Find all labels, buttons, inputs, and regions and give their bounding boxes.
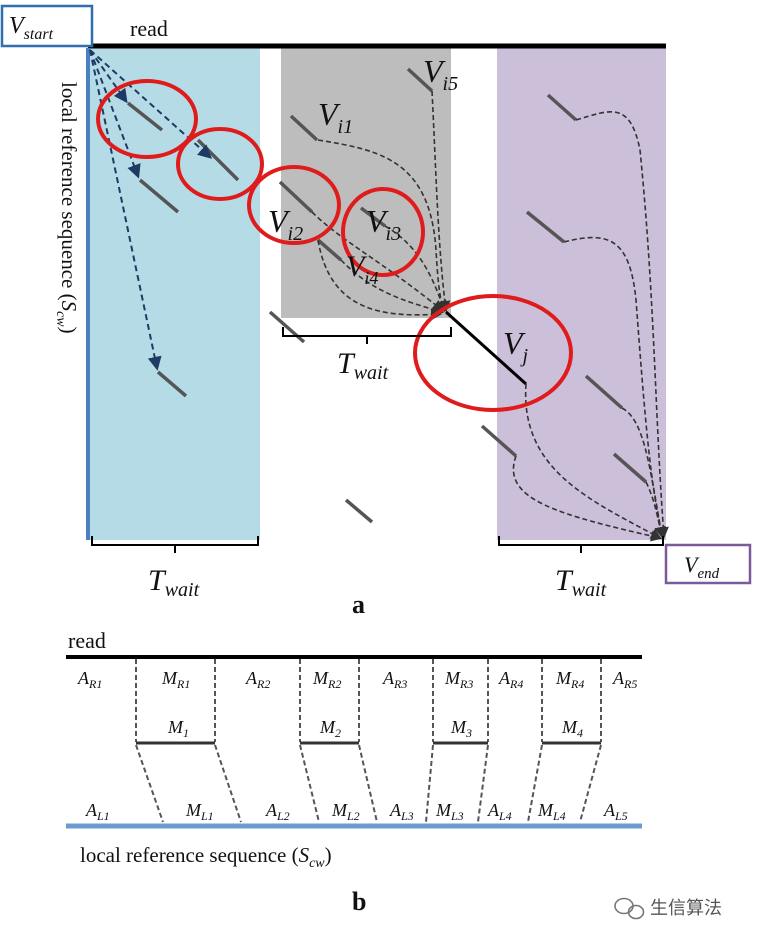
label-al1: AL1 (85, 800, 110, 823)
vi3-to-vj (384, 225, 447, 313)
t-wait-left: Twait (148, 564, 200, 601)
read-segment-labels: AR1 MR1 AR2 MR2 AR3 MR3 AR4 MR4 AR5 (77, 668, 637, 691)
label-al5: AL5 (603, 800, 628, 823)
wait-band-purple (497, 48, 666, 540)
highlight-circle (176, 127, 264, 201)
anchor-segment (126, 101, 164, 132)
anchor-segment (138, 178, 180, 214)
label-vi5: Vi5 (423, 53, 458, 95)
label-al3: AL3 (389, 800, 414, 823)
label-mr4: MR4 (555, 668, 584, 691)
to-vend-arrow (575, 111, 669, 539)
label-vi1: Vi1 (318, 96, 353, 138)
read-label: read (130, 16, 168, 41)
label-ar5: AR5 (612, 668, 637, 691)
anchor-segment (406, 67, 434, 93)
anchor-segment (612, 452, 648, 484)
anchor-segment (525, 210, 566, 244)
vi2-to-vj (311, 211, 444, 312)
label-ar3: AR3 (382, 668, 407, 691)
watermark: 生信算法 (614, 897, 722, 920)
to-vend-arrows (512, 111, 669, 542)
start-arrow (89, 49, 128, 104)
read-connectors (135, 659, 602, 742)
anchor-segment (344, 498, 374, 524)
label-ar4: AR4 (498, 668, 523, 691)
t-wait-middle: Twait (337, 347, 389, 384)
vj-anchor (444, 310, 528, 386)
vi5-to-vj (431, 90, 451, 313)
label-ml1: ML1 (185, 800, 214, 823)
wechat-icon (614, 897, 645, 920)
panel-a: read local reference sequence (Scw) (0, 4, 752, 619)
label-ml3: ML3 (435, 800, 464, 823)
panel-b: read (66, 628, 642, 916)
label-al2: AL2 (265, 800, 290, 823)
anchor-segment (278, 180, 314, 214)
svg-text:Vend: Vend (684, 552, 720, 582)
vi1-to-vj (317, 139, 446, 313)
highlight-circles (96, 79, 573, 412)
brace-left (91, 536, 259, 553)
label-vi4: Vi4 (346, 250, 378, 288)
label-m4: M4 (561, 717, 583, 740)
anchor-segment (480, 424, 518, 458)
reference-segment-labels: AL1 ML1 AL2 ML2 AL3 ML3 AL4 ML4 AL5 (85, 800, 628, 823)
to-vj-arrows (311, 90, 451, 321)
anchor-segment (359, 206, 387, 228)
panel-a-label: a (352, 590, 365, 619)
panel-b-label: b (352, 887, 366, 916)
highlight-circle (341, 187, 425, 277)
label-mr2: MR2 (312, 668, 341, 691)
label-m1: M1 (167, 717, 189, 740)
highlight-circle (247, 165, 341, 245)
anchor-segment (316, 238, 343, 262)
label-ml4: ML4 (537, 800, 566, 823)
anchor-segment (289, 114, 319, 142)
reference-connectors (135, 744, 602, 823)
v-end-node: Vend (664, 543, 752, 585)
reference-axis-label: local reference sequence (Scw) (53, 82, 81, 334)
label-al4: AL4 (487, 800, 512, 823)
highlight-circle (413, 294, 573, 412)
label-mr3: MR3 (444, 668, 473, 691)
label-vi3: Vi3 (366, 203, 401, 245)
label-vj: Vj (503, 325, 529, 367)
to-vend-arrow (512, 455, 663, 542)
wait-band-blue (88, 48, 260, 540)
label-m3: M3 (450, 717, 472, 740)
label-ar1: AR1 (77, 668, 102, 691)
label-ml2: ML2 (331, 800, 360, 823)
vi2b-to-vj (317, 239, 443, 321)
t-wait-right: Twait (555, 564, 607, 601)
brace-right (498, 536, 664, 553)
svg-text:Vstart: Vstart (9, 13, 54, 43)
to-vend-arrow (563, 236, 666, 539)
match-labels: M1 M2 M3 M4 (167, 717, 583, 740)
v-start-node: Vstart (0, 4, 94, 48)
t-wait-braces (91, 327, 664, 553)
vi4-to-vj (340, 259, 445, 315)
anchor-segment (546, 93, 578, 122)
anchor-segments (126, 67, 648, 524)
read-label-b: read (68, 628, 106, 653)
watermark-text: 生信算法 (650, 898, 722, 919)
brace-middle (282, 327, 452, 344)
label-mr1: MR1 (161, 668, 190, 691)
anchor-segment (156, 370, 188, 398)
to-vend-arrow (524, 383, 662, 540)
to-vend-arrow (621, 407, 666, 539)
label-vi2: Vi2 (268, 203, 303, 245)
reference-axis-label-b: local reference sequence (Scw) (80, 843, 332, 871)
anchor-segment (584, 374, 624, 410)
label-ar2: AR2 (245, 668, 270, 691)
highlight-circle (96, 79, 198, 159)
label-m2: M2 (319, 717, 341, 740)
